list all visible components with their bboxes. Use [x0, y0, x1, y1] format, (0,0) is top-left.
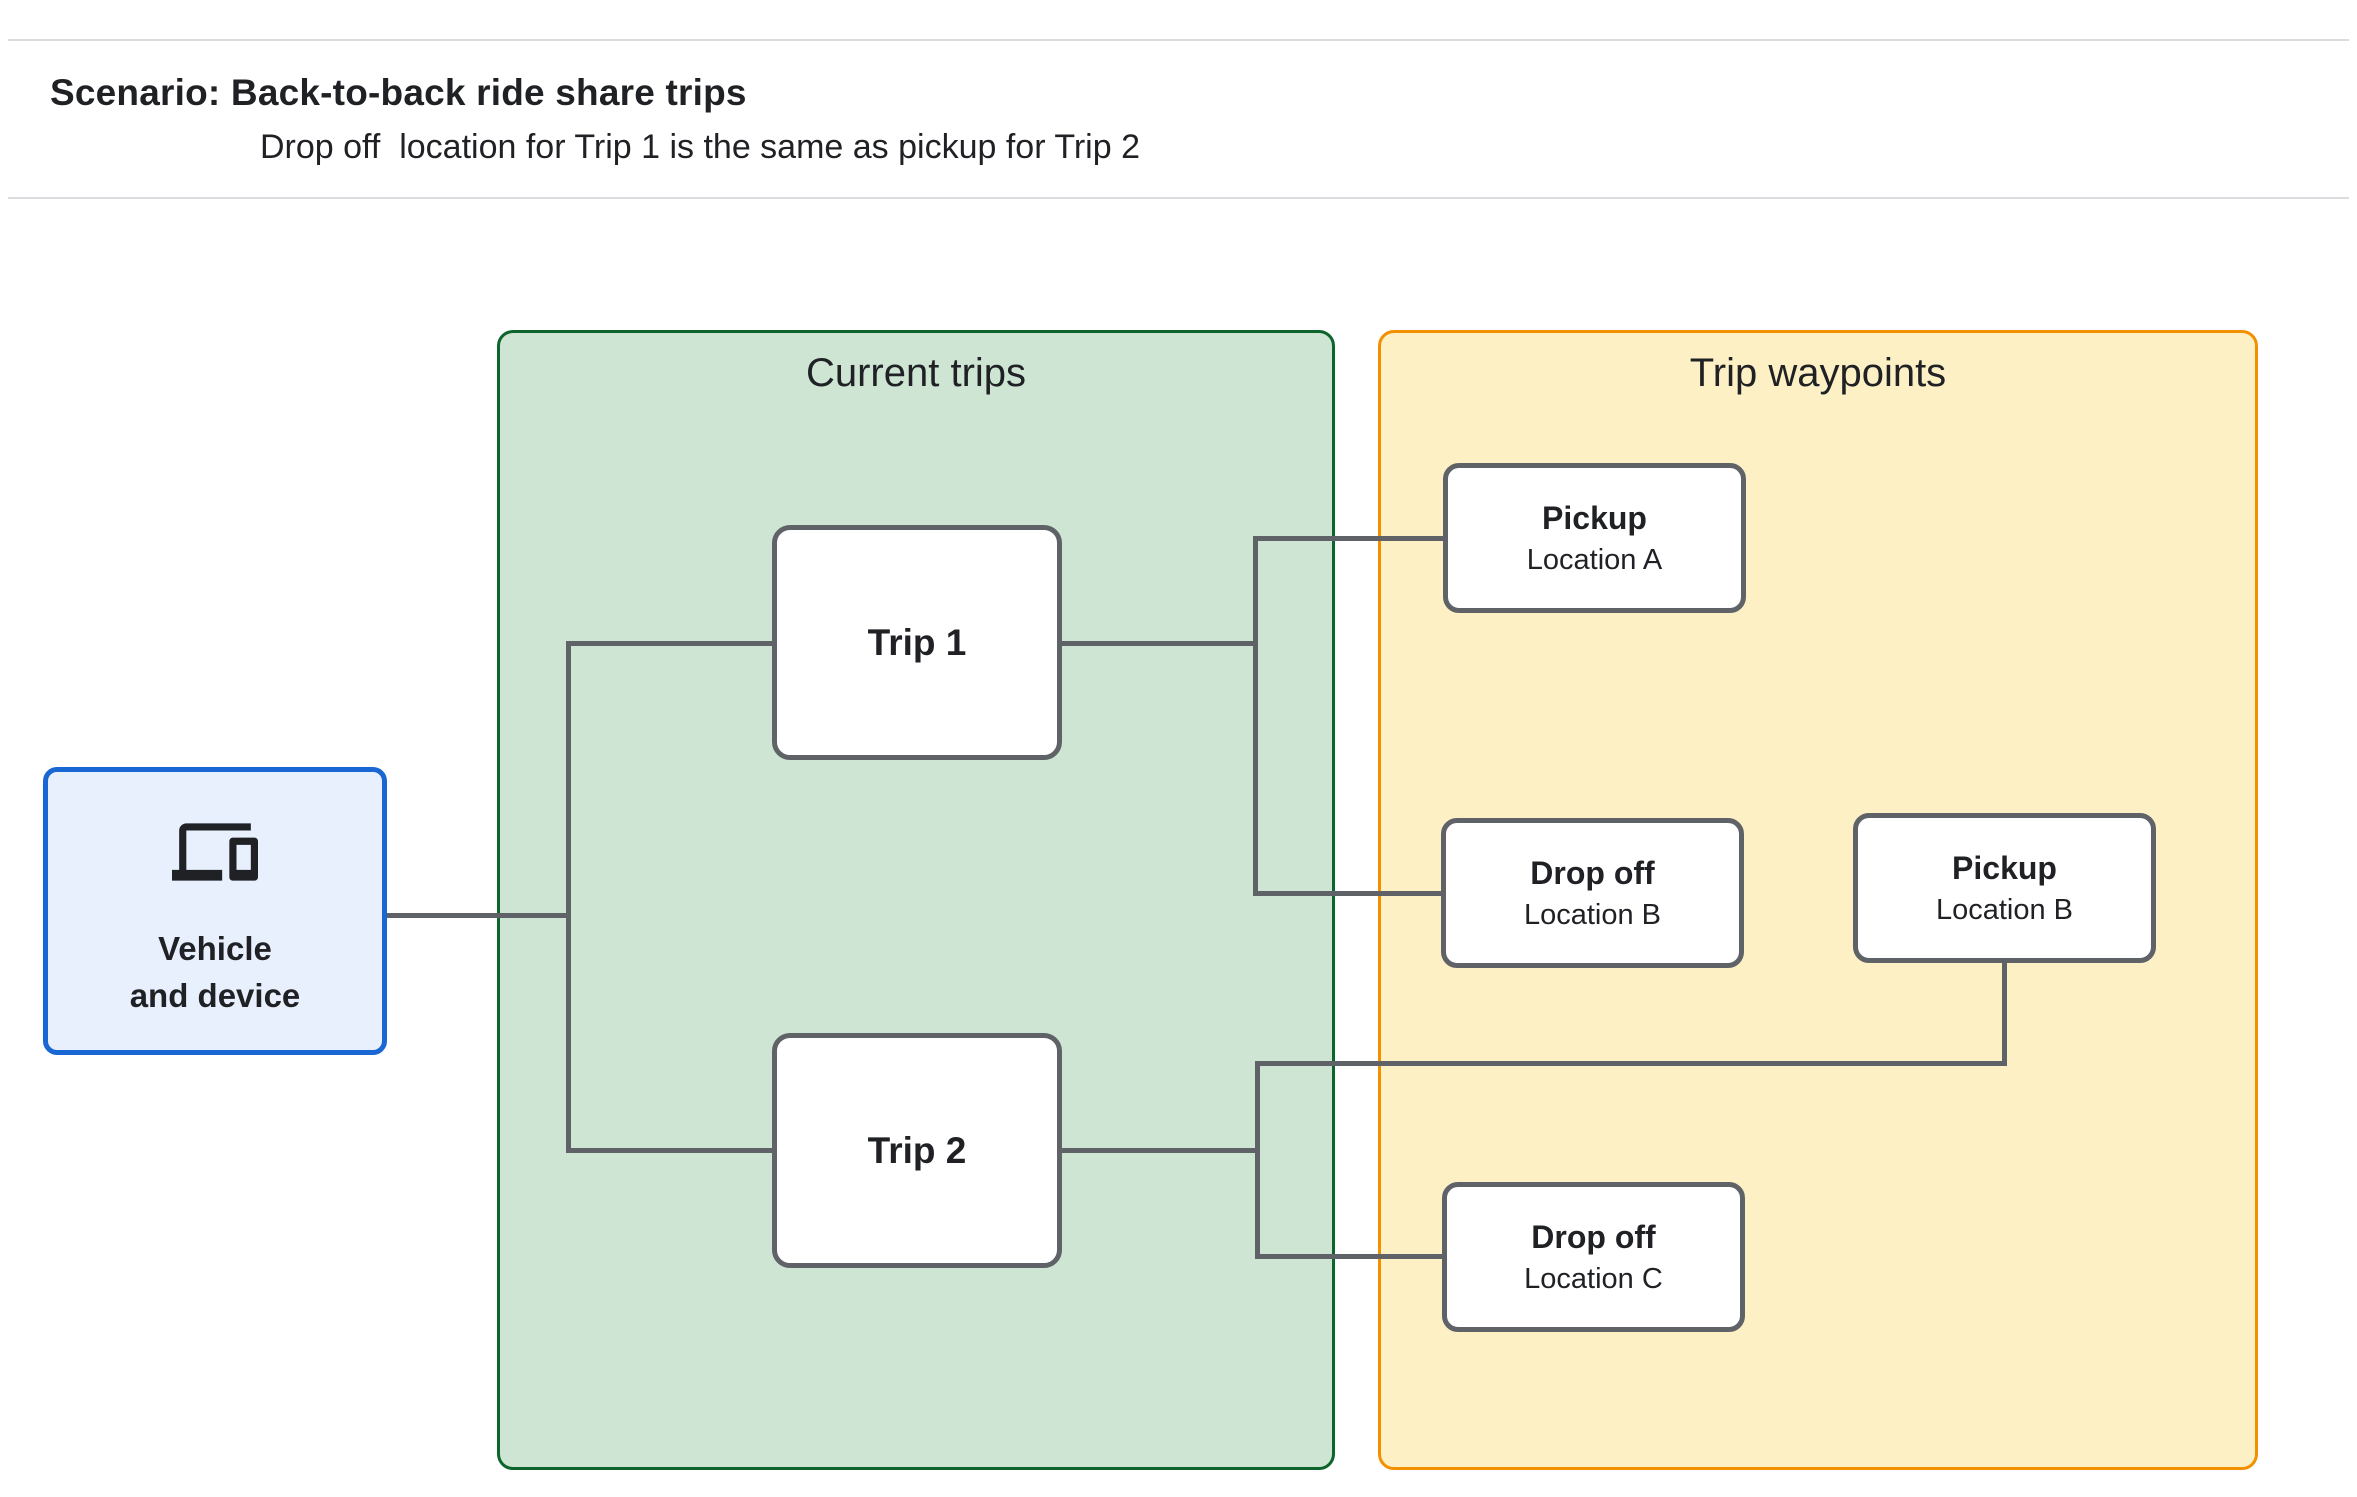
devices-icon [172, 823, 258, 881]
vehicle-device-label: Vehicle and device [130, 925, 301, 1019]
trip-1-label: Trip 1 [867, 621, 967, 663]
trip-waypoints-label: Trip waypoints [1689, 351, 1947, 395]
dropoff-b-title: Drop off [1530, 854, 1655, 891]
pickup-a-location: Location A [1526, 543, 1663, 576]
connector-trip1-bracket-v [1253, 536, 1258, 896]
page-subtitle: Drop off location for Trip 1 is the same… [260, 128, 1140, 166]
pickup-location-a-node: Pickup Location A [1443, 463, 1746, 613]
pickup-b-location: Location B [1935, 893, 2074, 926]
current-trips-label: Current trips [805, 351, 1027, 395]
connector-trip2-bracket-v [1255, 1061, 1260, 1259]
pickup-b-title: Pickup [1952, 849, 2057, 886]
connector-dropoff-b-h [1253, 891, 1443, 896]
connector-trip1-out-h [1062, 641, 1258, 646]
connector-pickup-b-v [2002, 963, 2007, 1066]
divider-top [8, 39, 2349, 41]
vehicle-label-line1: Vehicle [158, 930, 272, 967]
vehicle-label-line2: and device [129, 977, 301, 1014]
dropoff-location-b-node: Drop off Location B [1441, 818, 1744, 968]
connector-dropoff-c-h [1255, 1254, 1442, 1259]
trip-2-label: Trip 2 [867, 1129, 967, 1171]
connector-trip1-in-h [566, 641, 772, 646]
pickup-a-title: Pickup [1542, 499, 1647, 536]
connector-vehicle-h [387, 913, 568, 918]
divider-bottom [8, 197, 2349, 199]
trip-2-node: Trip 2 [772, 1033, 1062, 1268]
connector-pickup-b-long-h [1255, 1061, 2007, 1066]
dropoff-b-location: Location B [1523, 898, 1662, 931]
connector-pickup-a-h [1253, 536, 1443, 541]
page-title: Scenario: Back-to-back ride share trips [50, 72, 747, 113]
dropoff-c-title: Drop off [1531, 1218, 1656, 1255]
connector-trips-bracket-v [566, 641, 571, 1153]
trip-1-node: Trip 1 [772, 525, 1062, 760]
current-trips-group: Current trips [497, 330, 1335, 1470]
pickup-location-b-node: Pickup Location B [1853, 813, 2156, 963]
vehicle-device-node: Vehicle and device [43, 767, 387, 1055]
dropoff-location-c-node: Drop off Location C [1442, 1182, 1745, 1332]
connector-trip2-out-h [1062, 1148, 1260, 1153]
dropoff-c-location: Location C [1524, 1262, 1663, 1295]
connector-trip2-in-h [566, 1148, 772, 1153]
